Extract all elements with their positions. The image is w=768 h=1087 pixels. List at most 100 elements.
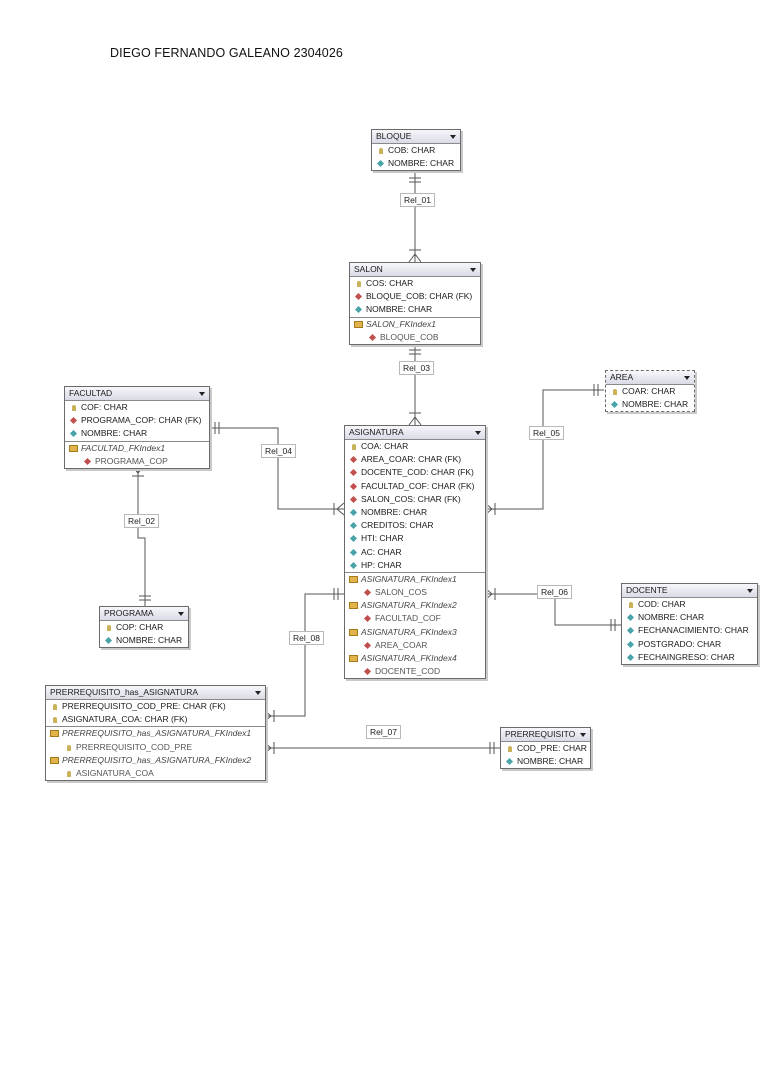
index-row: ASIGNATURA_FKIndex4 <box>345 652 485 665</box>
index-row: ASIGNATURA_FKIndex1 <box>345 573 485 586</box>
index-row: ASIGNATURA_FKIndex3 <box>345 626 485 639</box>
relation-label-rel-01: Rel_01 <box>400 193 435 207</box>
column-row: NOMBRE: CHAR <box>606 398 694 411</box>
foreign-key-icon <box>349 493 358 506</box>
column-row: PROGRAMA_COP: CHAR (FK) <box>65 414 209 427</box>
column-row: AREA_COAR: CHAR (FK) <box>345 453 485 466</box>
primary-key-icon <box>626 598 635 611</box>
relation-label-rel-04: Rel_04 <box>261 444 296 458</box>
column-icon <box>349 532 358 545</box>
dropdown-arrow-icon[interactable] <box>450 135 456 139</box>
relation-label-rel-03: Rel_03 <box>399 361 434 375</box>
column-row: NOMBRE: CHAR <box>501 755 590 768</box>
column-icon <box>349 559 358 572</box>
index-folder-icon <box>50 727 59 740</box>
entity-bloque[interactable]: BLOQUE COB: CHAR NOMBRE: CHAR <box>371 129 461 172</box>
foreign-key-icon <box>363 612 372 625</box>
entity-title: DOCENTE <box>626 585 668 595</box>
column-row: COS: CHAR <box>350 277 480 290</box>
foreign-key-icon <box>349 466 358 479</box>
column-icon <box>354 303 363 316</box>
index-field-row: PRERREQUISITO_COD_PRE <box>46 741 265 754</box>
relation-label-rel-02: Rel_02 <box>124 514 159 528</box>
column-row: FACULTAD_COF: CHAR (FK) <box>345 480 485 493</box>
column-icon <box>349 546 358 559</box>
column-icon <box>69 427 78 440</box>
primary-key-icon <box>505 742 514 755</box>
entity-header[interactable]: AREA <box>606 371 694 385</box>
dropdown-arrow-icon[interactable] <box>199 392 205 396</box>
index-folder-icon <box>349 626 358 639</box>
entity-programa[interactable]: PROGRAMA COP: CHAR NOMBRE: CHAR <box>99 606 189 649</box>
foreign-key-icon <box>363 639 372 652</box>
column-row: ASIGNATURA_COA: CHAR (FK) <box>46 713 265 726</box>
entity-header[interactable]: SALON <box>350 263 480 277</box>
foreign-key-icon <box>83 455 92 468</box>
column-row: BLOQUE_COB: CHAR (FK) <box>350 290 480 303</box>
column-row: NOMBRE: CHAR <box>65 427 209 440</box>
index-field-row: FACULTAD_COF <box>345 612 485 625</box>
index-row: FACULTAD_FKIndex1 <box>65 442 209 455</box>
column-icon <box>104 634 113 647</box>
index-folder-icon <box>349 652 358 665</box>
entity-prerrequisito[interactable]: PRERREQUISITO COD_PRE: CHAR NOMBRE: CHAR <box>500 727 591 770</box>
column-row: NOMBRE: CHAR <box>100 634 188 647</box>
column-icon <box>349 506 358 519</box>
relation-label-rel-06: Rel_06 <box>537 585 572 599</box>
dropdown-arrow-icon[interactable] <box>255 691 261 695</box>
entity-header[interactable]: PRERREQUISITO_has_ASIGNATURA <box>46 686 265 700</box>
dropdown-arrow-icon[interactable] <box>178 612 184 616</box>
entity-asignatura[interactable]: ASIGNATURA COA: CHAR AREA_COAR: CHAR (FK… <box>344 425 486 680</box>
column-icon <box>505 755 514 768</box>
column-icon <box>626 638 635 651</box>
primary-key-icon <box>104 621 113 634</box>
index-folder-icon <box>349 599 358 612</box>
entity-header[interactable]: DOCENTE <box>622 584 757 598</box>
entity-prerrequisito-has-asignatura[interactable]: PRERREQUISITO_has_ASIGNATURA PRERREQUISI… <box>45 685 266 782</box>
index-field-row: DOCENTE_COD <box>345 665 485 678</box>
entity-title: AREA <box>610 372 634 382</box>
primary-key-icon <box>610 385 619 398</box>
foreign-key-icon <box>349 480 358 493</box>
entity-title: BLOQUE <box>376 131 412 141</box>
primary-key-icon <box>376 144 385 157</box>
primary-key-icon <box>50 700 59 713</box>
entity-header[interactable]: PRERREQUISITO <box>501 728 590 742</box>
dropdown-arrow-icon[interactable] <box>580 733 586 737</box>
dropdown-arrow-icon[interactable] <box>684 376 690 380</box>
column-row: NOMBRE: CHAR <box>345 506 485 519</box>
entity-header[interactable]: ASIGNATURA <box>345 426 485 440</box>
entity-title: PRERREQUISITO <box>505 729 576 739</box>
entity-header[interactable]: BLOQUE <box>372 130 460 144</box>
column-icon <box>376 157 385 170</box>
entity-title: PROGRAMA <box>104 608 154 618</box>
foreign-key-icon <box>69 414 78 427</box>
entity-salon[interactable]: SALON COS: CHAR BLOQUE_COB: CHAR (FK) NO… <box>349 262 481 345</box>
index-folder-icon <box>354 318 363 331</box>
entity-facultad[interactable]: FACULTAD COF: CHAR PROGRAMA_COP: CHAR (F… <box>64 386 210 469</box>
dropdown-arrow-icon[interactable] <box>475 431 481 435</box>
column-row: AC: CHAR <box>345 546 485 559</box>
foreign-key-icon <box>363 586 372 599</box>
column-row: CREDITOS: CHAR <box>345 519 485 532</box>
column-row: DOCENTE_COD: CHAR (FK) <box>345 466 485 479</box>
entity-area[interactable]: AREA COAR: CHAR NOMBRE: CHAR <box>605 370 695 413</box>
column-icon <box>349 519 358 532</box>
column-row: HTI: CHAR <box>345 532 485 545</box>
column-row: HP: CHAR <box>345 559 485 572</box>
index-row: ASIGNATURA_FKIndex2 <box>345 599 485 612</box>
column-icon <box>626 611 635 624</box>
index-folder-icon <box>50 754 59 767</box>
entity-header[interactable]: PROGRAMA <box>100 607 188 621</box>
dropdown-arrow-icon[interactable] <box>747 589 753 593</box>
primary-key-icon <box>64 741 73 754</box>
entity-title: FACULTAD <box>69 388 113 398</box>
column-icon <box>610 398 619 411</box>
column-row: COA: CHAR <box>345 440 485 453</box>
dropdown-arrow-icon[interactable] <box>470 268 476 272</box>
column-row: FECHAINGRESO: CHAR <box>622 651 757 664</box>
entity-title: PRERREQUISITO_has_ASIGNATURA <box>50 687 199 697</box>
relation-label-rel-07: Rel_07 <box>366 725 401 739</box>
entity-docente[interactable]: DOCENTE COD: CHAR NOMBRE: CHAR FECHANACI… <box>621 583 758 665</box>
entity-header[interactable]: FACULTAD <box>65 387 209 401</box>
